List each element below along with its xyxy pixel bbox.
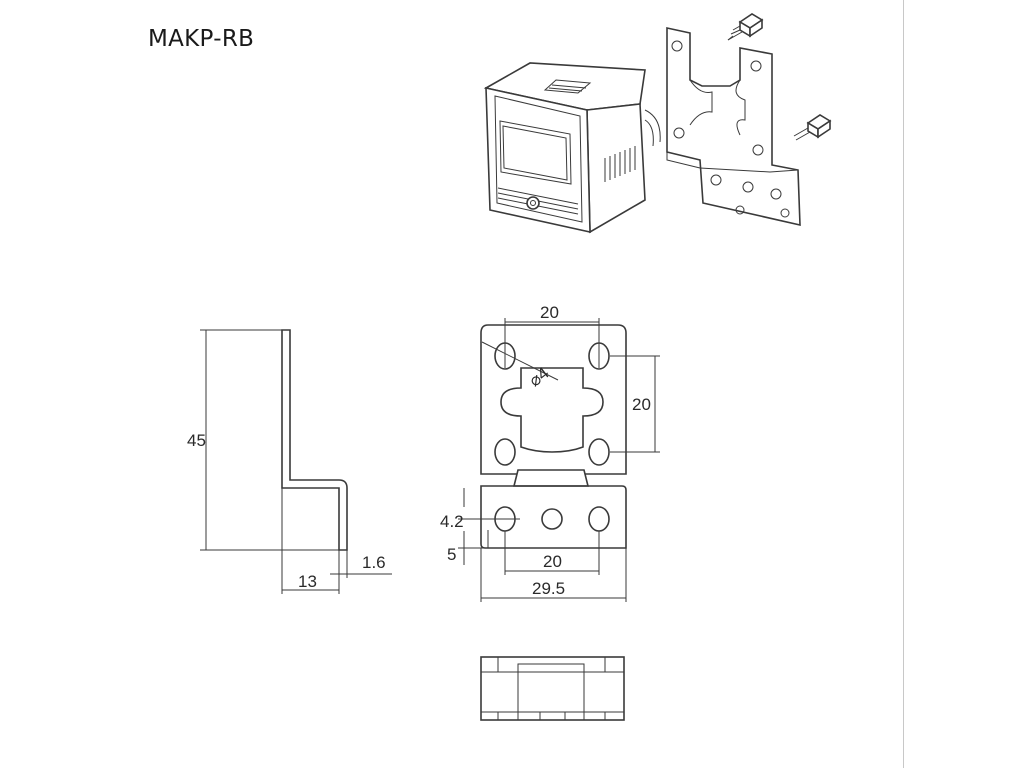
- page-edge-divider: [903, 0, 904, 768]
- dim-45: 45: [187, 431, 206, 450]
- bracket-isometric: [666, 27, 801, 227]
- screw-lower: [793, 114, 832, 141]
- side-view: 45 1.6 13: [187, 329, 392, 594]
- bottom-view: [480, 656, 625, 721]
- isometric-assembly: [483, 13, 832, 234]
- product-model-title: MAKP-RB: [148, 26, 255, 52]
- dim-top-20: 20: [540, 303, 559, 322]
- dim-13: 13: [298, 572, 317, 591]
- front-view: 20 20 ⌀4 4.2 5 20 29.5: [440, 303, 660, 602]
- sensor-body: [483, 62, 661, 234]
- dim-29-5: 29.5: [532, 579, 565, 598]
- dim-5: 5: [447, 545, 456, 564]
- screw-upper: [727, 13, 764, 41]
- dim-bottom-20: 20: [543, 552, 562, 571]
- dim-right-20: 20: [632, 395, 651, 414]
- dim-1-6: 1.6: [362, 553, 386, 572]
- dim-4-2: 4.2: [440, 512, 464, 531]
